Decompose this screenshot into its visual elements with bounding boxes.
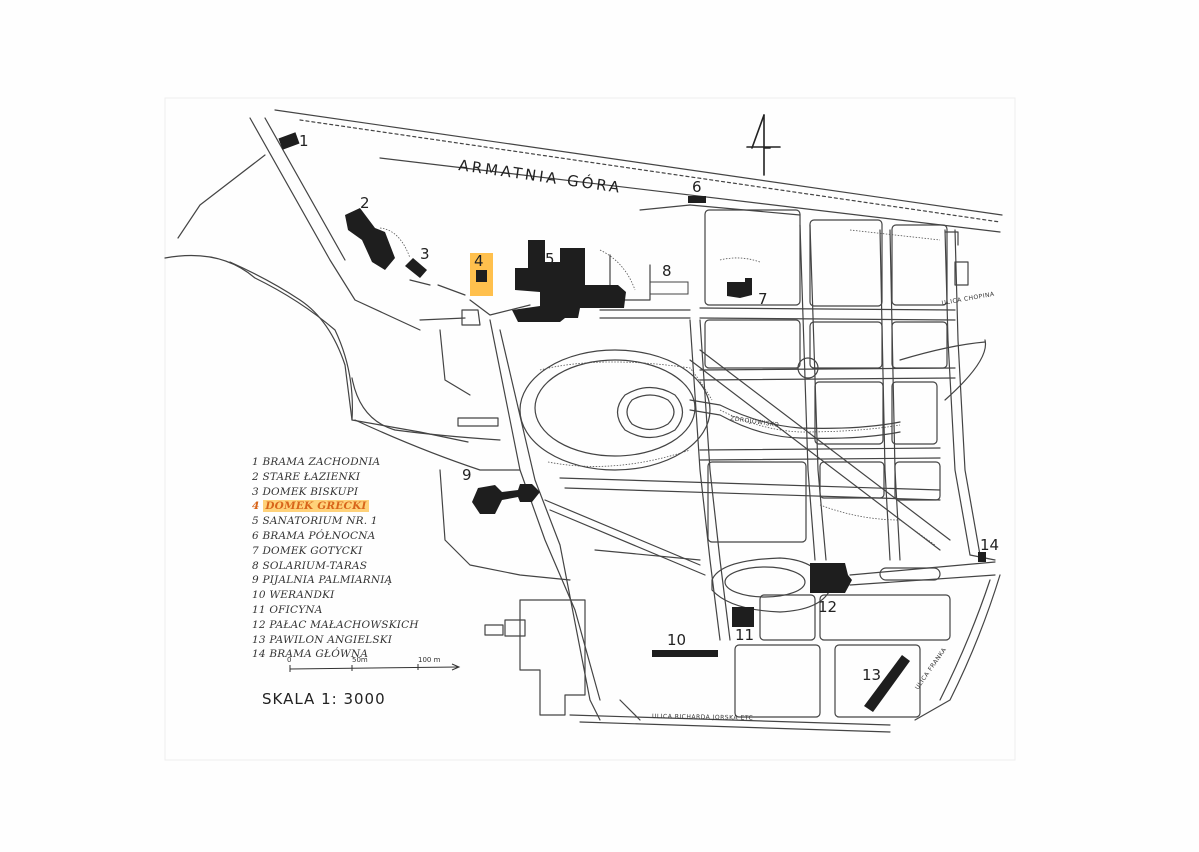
legend-name: DOMEK BISKUPI <box>262 485 359 498</box>
street-label-bottom: ULICA RICHARDA JORSKA ETC <box>652 713 753 722</box>
legend-number: 10 <box>252 589 266 602</box>
number-label: 1 <box>299 132 309 150</box>
legend-item: 12 PAŁAC MAŁACHOWSKICH <box>252 618 452 633</box>
legend-name: STARE ŁAZIENKI <box>262 470 361 483</box>
legend-name: PIJALNIA PALMIARNIĄ <box>262 574 393 587</box>
number-label: 2 <box>360 194 370 212</box>
legend-number: 5 <box>252 515 259 528</box>
legend-number: 12 <box>252 618 266 631</box>
number-label: 7 <box>758 290 768 308</box>
street-label-top: ARMATNIA GÓRA <box>457 155 623 197</box>
number-label: 11 <box>735 626 754 644</box>
scale-label: 100 m <box>418 656 441 664</box>
number-label: 3 <box>420 245 430 263</box>
legend-number: 4 <box>252 500 260 513</box>
legend-name: DOMEK GRECKI <box>263 500 369 513</box>
scale-label: 50m <box>352 656 368 664</box>
legend-number: 13 <box>252 633 266 646</box>
legend-item: 2 STARE ŁAZIENKI <box>252 470 452 485</box>
legend-item: 14 BRAMA GŁÓWNA <box>252 647 452 662</box>
legend-item: 10 WERANDKI <box>252 588 452 603</box>
number-label: 12 <box>818 598 837 616</box>
scale-bar: 0 50m 100 m <box>287 656 461 672</box>
legend-item: 8 SOLARIUM-TARAS <box>252 559 452 574</box>
legend-number: 7 <box>252 544 259 557</box>
legend-number: 6 <box>252 529 259 542</box>
legend-name: BRAMA GŁÓWNA <box>269 648 369 661</box>
legend-name: OFICYNA <box>269 603 323 616</box>
legend-item: 3 DOMEK BISKUPI <box>252 485 452 500</box>
number-label: 6 <box>692 178 702 196</box>
legend-name: BRAMA ZACHODNIA <box>262 456 381 468</box>
legend-name: SANATORIUM NR. 1 <box>262 515 378 528</box>
legend-item: 11 OFICYNA <box>252 603 452 618</box>
north-arrow-icon <box>746 114 781 176</box>
number-label: 14 <box>980 536 999 554</box>
legend-name: DOMEK GOTYCKI <box>262 544 363 557</box>
legend-item: 7 DOMEK GOTYCKI <box>252 544 452 559</box>
street-label-right: ULICA CHOPINA <box>941 291 995 307</box>
legend-number: 9 <box>252 574 259 587</box>
scale-label: 0 <box>287 656 291 664</box>
legend-number: 3 <box>252 485 259 498</box>
legend-item: 4 DOMEK GRECKI <box>252 499 452 514</box>
number-label: 5 <box>545 250 555 268</box>
legend-name: PAŁAC MAŁACHOWSKICH <box>269 618 419 631</box>
legend-number: 2 <box>252 470 259 483</box>
legend-name: SOLARIUM-TARAS <box>262 559 368 572</box>
number-label: 8 <box>662 262 672 280</box>
legend-item: 1 BRAMA ZACHODNIA <box>252 455 452 470</box>
legend-item: 9 PIJALNIA PALMIARNIĄ <box>252 573 452 588</box>
street-label-diag: ULICA FRANKA <box>914 646 948 691</box>
legend-name: PAWILON ANGIELSKI <box>269 633 393 646</box>
building-numbers: 1 2 3 4 5 6 7 8 9 10 11 12 13 14 <box>299 132 999 684</box>
legend-item: 13 PAWILON ANGIELSKI <box>252 633 452 648</box>
number-label: 10 <box>667 631 686 649</box>
number-label: 13 <box>862 666 881 684</box>
legend-item: 6 BRAMA PÓŁNOCNA <box>252 529 452 544</box>
legend-name: BRAMA PÓŁNOCNA <box>262 529 376 542</box>
legend-item: 5 SANATORIUM NR. 1 <box>252 514 452 529</box>
legend-number: 1 <box>252 456 259 468</box>
number-label: 9 <box>462 466 472 484</box>
number-label: 4 <box>474 252 484 270</box>
scale-text: SKALA 1: 3000 <box>262 690 386 708</box>
legend-number: 8 <box>252 559 259 572</box>
street-label-canal: ZDROJOWISKO <box>730 415 780 429</box>
legend-number: 11 <box>252 603 266 616</box>
legend-number: 14 <box>252 648 266 661</box>
legend-name: WERANDKI <box>269 589 335 602</box>
